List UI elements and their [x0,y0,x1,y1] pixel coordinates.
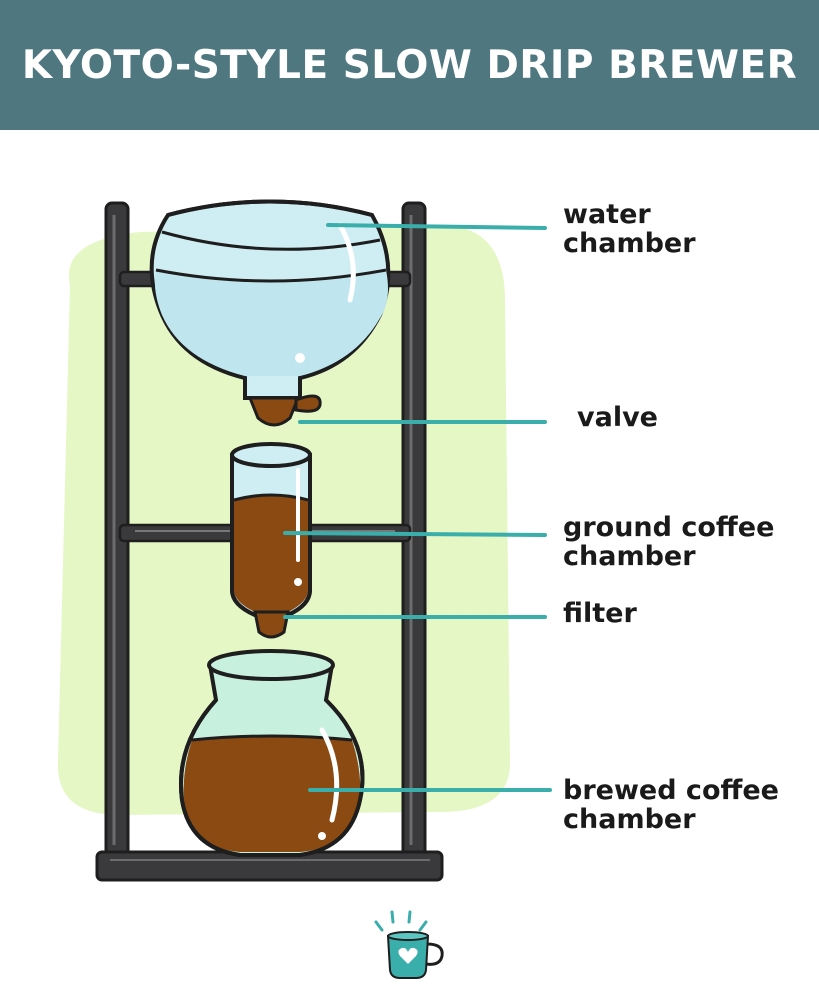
brewed-coffee-carafe [179,649,365,857]
label-brewed-coffee-chamber: brewed coffee chamber [563,775,779,835]
header-background [0,0,819,130]
leader-ground-coffee-chamber [283,531,547,537]
water-chamber-flask [149,199,391,400]
label-filter: filter [563,598,637,629]
stand-frame [95,201,444,882]
label-ground-coffee-chamber: ground coffee chamber [563,512,775,572]
coffee-mug-heart-icon [374,910,444,979]
label-valve: valve [577,402,658,433]
leader-lines [283,223,552,792]
label-water-chamber: water chamber [563,199,696,259]
valve [247,394,322,427]
page-title: KYOTO-STYLE SLOW DRIP BREWER [21,42,798,88]
ground-coffee-chamber [230,442,312,617]
leader-water-chamber [326,223,547,230]
header-bar: KYOTO-STYLE SLOW DRIP BREWER [0,0,819,130]
filter [253,610,290,639]
